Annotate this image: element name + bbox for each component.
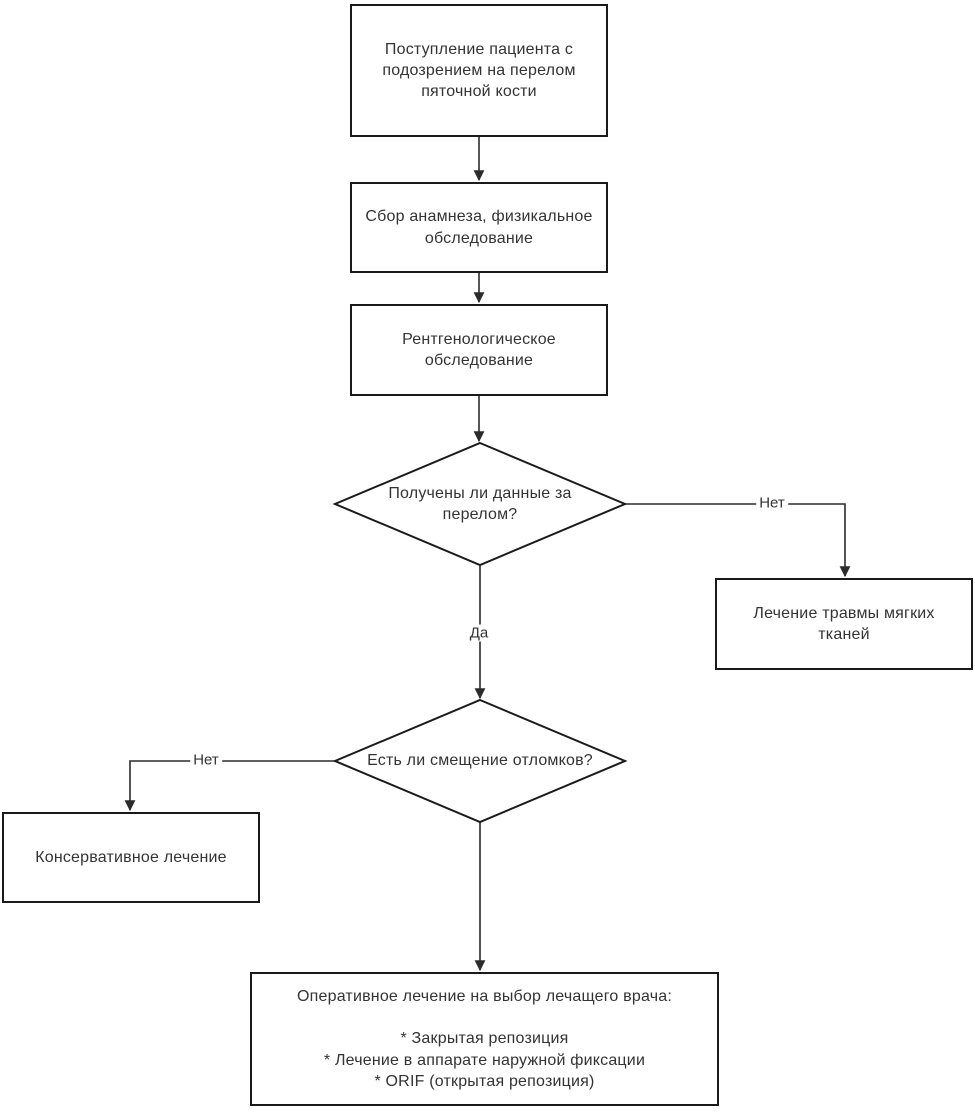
edge-label-yes: Да bbox=[466, 624, 492, 642]
node-patient-admission-line: Поступление пациента с bbox=[384, 40, 574, 58]
node-patient-admission: Поступление пациента с подозрением на пе… bbox=[350, 4, 608, 137]
node-xray-exam: Рентгенологическое обследование bbox=[350, 304, 608, 396]
decision-displacement-shape bbox=[332, 698, 628, 824]
node-patient-admission-line: пяточной кости bbox=[421, 83, 537, 101]
edge-fracture-no bbox=[625, 503, 851, 578]
node-soft-tissue-treatment-line: Лечение травмы мягких bbox=[753, 604, 935, 622]
node-conservative-treatment: Консервативное лечение bbox=[2, 812, 260, 903]
node-xray-exam-line: обследование bbox=[424, 352, 534, 369]
node-conservative-treatment-line: Консервативное лечение bbox=[35, 848, 227, 866]
node-xray-exam-line: Рентгенологическое bbox=[402, 330, 556, 348]
decision-fracture-shape bbox=[332, 441, 628, 567]
node-soft-tissue-treatment-line: тканей bbox=[818, 626, 870, 643]
decision-fracture-line: Получены ли данные за bbox=[388, 484, 572, 502]
node-operative-treatment: Оперативное лечение на выбор лечащего вр… bbox=[250, 972, 719, 1106]
decision-fracture-line: перелом? bbox=[442, 506, 518, 523]
node-operative-option: * Закрытая репозиция bbox=[400, 1030, 569, 1048]
decision-fracture-text: Получены ли данные за перелом? bbox=[360, 464, 600, 544]
node-anamnesis-exam-line: Сбор анамнеза, физикальное bbox=[365, 208, 593, 226]
node-operative-option: * Лечение в аппарате наружной фиксации bbox=[323, 1051, 646, 1069]
edge-label-no-fracture: Нет bbox=[756, 494, 788, 512]
decision-displacement-text: Есть ли смещение отломков? bbox=[335, 721, 625, 801]
node-anamnesis-exam-line: обследование bbox=[424, 229, 534, 247]
node-soft-tissue-treatment: Лечение травмы мягких тканей bbox=[715, 578, 973, 670]
node-operative-treatment-title: Оперативное лечение на выбор лечащего вр… bbox=[296, 988, 672, 1006]
node-anamnesis-exam: Сбор анамнеза, физикальное обследование bbox=[350, 182, 608, 273]
edge-displacement-no bbox=[124, 760, 335, 812]
decision-displacement-line: Есть ли смещение отломков? bbox=[367, 752, 593, 770]
edge-label-no-displacement: Нет bbox=[190, 751, 222, 769]
node-patient-admission-line: подозрением на перелом bbox=[382, 61, 576, 79]
node-operative-option: * ORIF (открытая репозиция) bbox=[374, 1072, 595, 1090]
